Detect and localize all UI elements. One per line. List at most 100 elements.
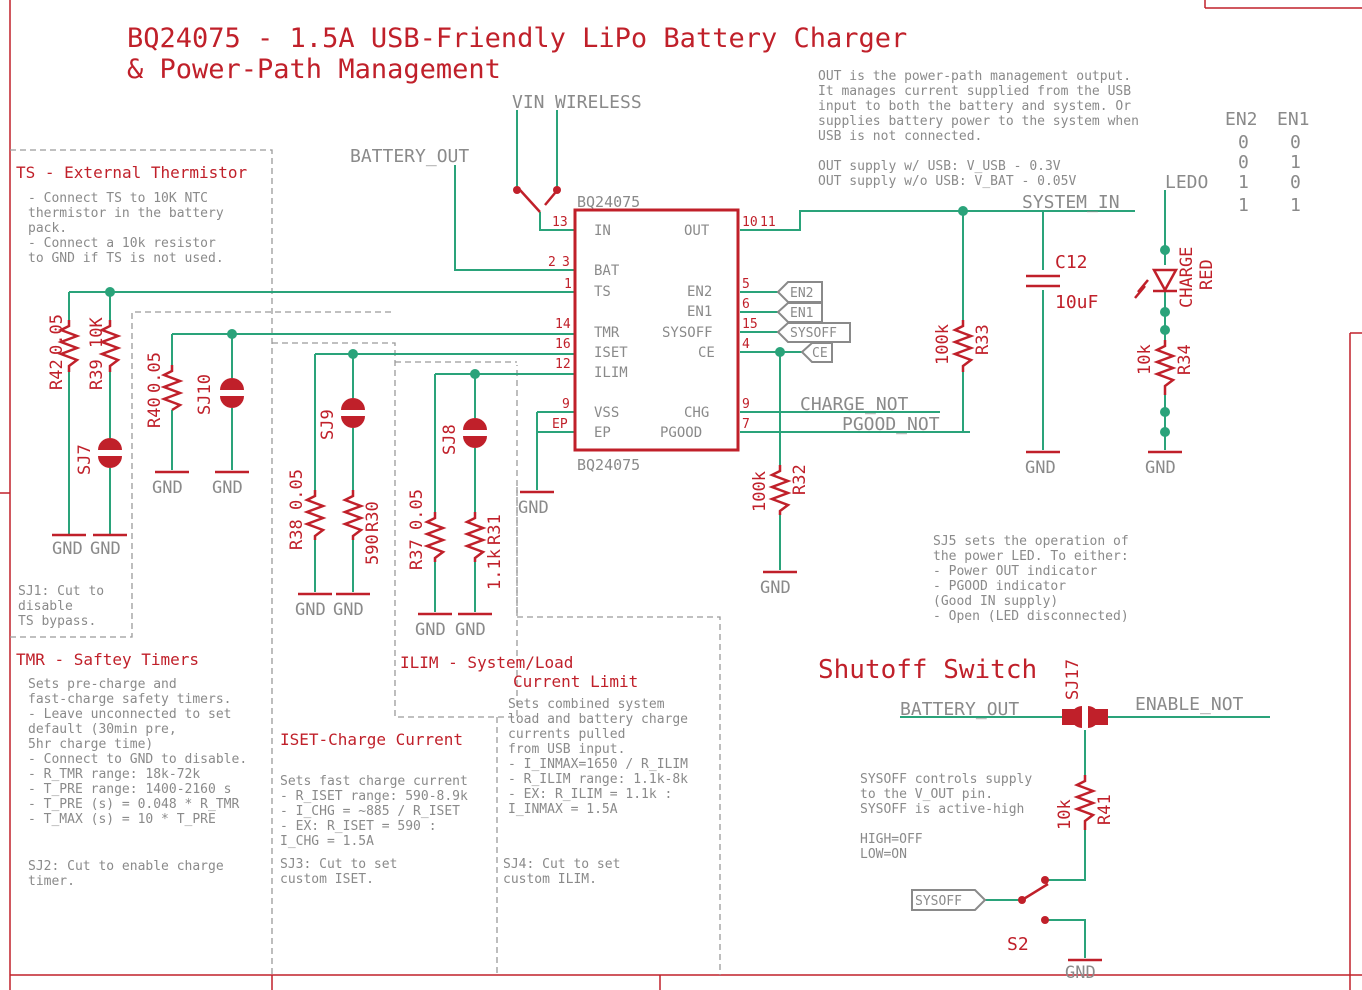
pin-num-tmr: 14 <box>555 317 571 332</box>
svg-text:GND: GND <box>455 620 486 640</box>
pin-name-pgood: PGOOD <box>660 425 702 441</box>
resistor-r30[interactable] <box>341 490 365 540</box>
svg-text:LOW=ON: LOW=ON <box>860 847 907 862</box>
r39-ref: R39 <box>87 359 107 390</box>
resistor-r40[interactable] <box>160 365 184 412</box>
pin-name-en1: EN1 <box>687 304 712 320</box>
solder-jumper-sj9[interactable] <box>341 398 365 428</box>
sj17-label: SJ17 <box>1063 659 1083 700</box>
led-ref: CHARGE <box>1177 247 1197 308</box>
sj9-label: SJ9 <box>318 409 338 440</box>
resistor-r31[interactable] <box>463 512 487 562</box>
svg-text:GND: GND <box>518 498 549 518</box>
svg-text:CE: CE <box>812 346 828 361</box>
net-label-wireless: WIRELESS <box>555 92 642 113</box>
svg-text:Sets pre-charge and: Sets pre-charge and <box>28 677 177 692</box>
svg-text:to the V_OUT pin.: to the V_OUT pin. <box>860 787 993 802</box>
svg-text:- Power OUT indicator: - Power OUT indicator <box>933 564 1098 579</box>
svg-text:SJ3: Cut to set: SJ3: Cut to set <box>280 857 397 872</box>
sj8-label: SJ8 <box>440 424 460 455</box>
svg-text:pack.: pack. <box>28 221 67 236</box>
pin-num-chg: 9 <box>742 397 750 412</box>
r37-ref: R37 <box>407 539 427 570</box>
svg-text:- Open (LED disconnected): - Open (LED disconnected) <box>933 609 1129 624</box>
svg-text:1: 1 <box>1238 195 1249 216</box>
ts-note-title: TS - External Thermistor <box>16 163 248 182</box>
note-sj1: SJ1: Cut to disable TS bypass. <box>18 584 104 629</box>
svg-text:SYSOFF controls supply: SYSOFF controls supply <box>860 772 1032 787</box>
r31-ref: R31 <box>485 514 505 545</box>
pin-num-en1: 6 <box>742 297 750 312</box>
resistor-r41[interactable] <box>1073 775 1097 830</box>
svg-text:1: 1 <box>1290 152 1301 173</box>
vin-selector-switch[interactable] <box>513 186 561 213</box>
note-ts: - Connect TS to 10K NTC thermistor in th… <box>28 191 224 266</box>
svg-text:0: 0 <box>1290 132 1301 153</box>
svg-text:load and battery charge: load and battery charge <box>508 712 688 727</box>
svg-text:custom ISET.: custom ISET. <box>280 872 374 887</box>
switch-s2[interactable] <box>1018 876 1049 924</box>
solder-jumper-sj10[interactable] <box>220 378 244 408</box>
resistor-r34[interactable] <box>1153 340 1177 395</box>
pin-num-out: 10 <box>742 215 758 230</box>
r42-ref: R42 <box>47 359 67 390</box>
r41-ref: R41 <box>1095 794 1115 825</box>
solder-jumper-sj7[interactable] <box>98 438 122 468</box>
svg-text:custom ILIM.: custom ILIM. <box>503 872 597 887</box>
svg-text:GND: GND <box>1145 458 1176 478</box>
r32-ref: R32 <box>790 464 810 495</box>
pin-name-en2: EN2 <box>687 284 712 300</box>
svg-text:- R_ILIM range: 1.1k-8k: - R_ILIM range: 1.1k-8k <box>508 772 688 787</box>
svg-text:USB is not connected.: USB is not connected. <box>818 129 982 144</box>
pin-num-in: 13 <box>552 215 568 230</box>
r37-value: 0.05 <box>407 489 427 530</box>
resistor-r42[interactable] <box>57 320 81 372</box>
r34-ref: R34 <box>1175 344 1195 375</box>
resistor-r39[interactable] <box>98 320 122 372</box>
svg-text:- I_CHG = ~885 / R_ISET: - I_CHG = ~885 / R_ISET <box>280 804 460 819</box>
r31-value: 1.1k <box>485 549 505 590</box>
pin-num-ep: EP <box>552 417 568 432</box>
dashed-note-boxes <box>10 149 721 975</box>
iset-note-title: ISET-Charge Current <box>280 730 463 749</box>
pin-name-ilim: ILIM <box>594 365 628 381</box>
r38-ref: R38 <box>287 519 307 550</box>
resistor-r32[interactable] <box>768 465 792 515</box>
pin-num-bat: 2 <box>548 255 556 270</box>
shutoff-title: Shutoff Switch <box>818 655 1037 685</box>
schematic-title-line1: BQ24075 - 1.5A USB-Friendly LiPo Battery… <box>127 23 907 54</box>
note-sj4: SJ4: Cut to set custom ILIM. <box>503 857 620 887</box>
solder-jumper-sj17[interactable] <box>1062 706 1108 728</box>
pin-name-bat: BAT <box>594 263 620 279</box>
svg-text:EN1: EN1 <box>790 306 813 321</box>
resistor-r37[interactable] <box>423 512 447 562</box>
net-label-vin: VIN <box>512 92 545 113</box>
wires <box>68 110 1270 958</box>
ground-symbols: GND GND GND GND GND GND GND GND GND GND … <box>52 450 1182 983</box>
pin-name-iset: ISET <box>594 345 628 361</box>
flag-sysoff-shutoff: SYSOFF <box>911 889 987 911</box>
pin-num-vss: 9 <box>562 397 570 412</box>
svg-text:GND: GND <box>212 478 243 498</box>
note-iset: Sets fast charge current - R_ISET range:… <box>280 774 468 849</box>
pin-name-chg: CHG <box>684 405 709 421</box>
ic-bq24075[interactable]: BQ24075 BQ24075 13 IN 2 3 BAT 1 TS 14 TM… <box>548 193 776 474</box>
svg-text:EN1: EN1 <box>1277 109 1310 130</box>
svg-text:disable: disable <box>18 599 73 614</box>
svg-text:SJ5 sets the operation of: SJ5 sets the operation of <box>933 534 1129 549</box>
r41-value: 10k <box>1055 799 1075 830</box>
net-label-battery-out-shutoff: BATTERY_OUT <box>900 699 1019 720</box>
svg-text:1: 1 <box>1238 172 1249 193</box>
pin-num-ts: 1 <box>564 277 572 292</box>
r39-value: 10K <box>87 317 107 348</box>
net-label-charge-not: CHARGE_NOT <box>800 394 909 415</box>
net-label-battery-out: BATTERY_OUT <box>350 146 469 167</box>
net-label-enable-not: ENABLE_NOT <box>1135 694 1244 715</box>
solder-jumper-sj8[interactable] <box>463 418 487 448</box>
resistor-r38[interactable] <box>303 490 327 540</box>
svg-text:OUT supply w/o USB: V_BAT - 0.: OUT supply w/o USB: V_BAT - 0.05V <box>818 174 1076 189</box>
resistor-r33[interactable] <box>951 320 975 372</box>
led-charge[interactable] <box>1134 268 1179 299</box>
svg-text:GND: GND <box>415 620 446 640</box>
capacitor-c12[interactable] <box>1026 274 1060 288</box>
